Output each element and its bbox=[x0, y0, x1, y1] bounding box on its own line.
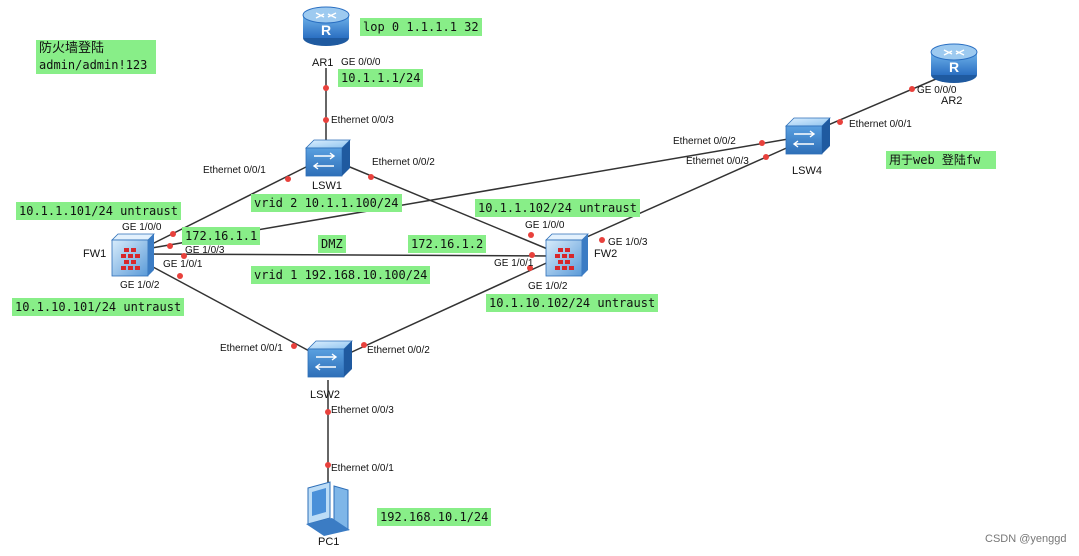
router-icon: R bbox=[930, 43, 978, 83]
ar2-purpose-note: 用于web 登陆fw bbox=[886, 151, 996, 169]
link-fw2-lsw2 bbox=[329, 259, 554, 363]
port-dot bbox=[361, 342, 367, 348]
link-fw1-fw2-dmz bbox=[139, 253, 554, 257]
watermark: CSDN @yenggd bbox=[985, 533, 1067, 545]
port-dot bbox=[285, 176, 291, 182]
switch-icon bbox=[307, 340, 353, 378]
firewall-login-title: 防火墙登陆 bbox=[36, 40, 156, 58]
port-label-fw2-ge103: GE 1/0/3 bbox=[608, 237, 648, 248]
firewall-icon bbox=[111, 233, 155, 277]
port-label-fw2-ge102: GE 1/0/2 bbox=[528, 281, 568, 292]
port-dots bbox=[167, 85, 915, 468]
dmz-label: DMZ bbox=[318, 235, 346, 253]
pc1-ip: 192.168.10.1/24 bbox=[377, 508, 492, 526]
lsw2-vrid: vrid 1 192.168.10.100/24 bbox=[251, 266, 431, 284]
lsw1-vrid: vrid 2 10.1.1.100/24 bbox=[251, 194, 402, 212]
port-dot bbox=[325, 462, 331, 468]
port-label-ar2-ge000: GE 0/0/0 bbox=[917, 85, 957, 96]
port-label-fw1-ge102: GE 1/0/2 bbox=[120, 280, 160, 291]
fw1-upstream-ip: 10.1.1.101/24 untraust bbox=[16, 202, 181, 220]
device-name-lsw2: LSW2 bbox=[310, 389, 340, 401]
port-dot bbox=[323, 117, 329, 123]
port-dot bbox=[177, 273, 183, 279]
port-dot bbox=[528, 232, 534, 238]
pc-icon bbox=[306, 481, 350, 536]
port-dot bbox=[368, 174, 374, 180]
port-dot bbox=[325, 409, 331, 415]
device-name-fw1: FW1 bbox=[83, 248, 107, 260]
port-dot bbox=[323, 85, 329, 91]
port-label-fw2-ge100: GE 1/0/0 bbox=[525, 220, 565, 231]
port-dot bbox=[763, 154, 769, 160]
device-name-ar1: AR1 bbox=[312, 57, 334, 69]
fw1-downstream-ip: 10.1.10.101/24 untraust bbox=[12, 298, 185, 316]
port-label-lsw2-e001: Ethernet 0/0/1 bbox=[220, 343, 283, 354]
port-label-ar1-ge000: GE 0/0/0 bbox=[341, 57, 381, 68]
ar1-ge000-ip: 10.1.1.1/24 bbox=[338, 69, 424, 87]
fw2-dmz-ip: 172.16.1.2 bbox=[408, 235, 487, 253]
fw2-upstream-ip: 10.1.1.102/24 untraust bbox=[475, 199, 640, 217]
port-dot bbox=[527, 265, 533, 271]
port-label-lsw1-e003: Ethernet 0/0/3 bbox=[331, 115, 394, 126]
svg-text:R: R bbox=[321, 22, 331, 38]
port-label-lsw4-e003: Ethernet 0/0/3 bbox=[686, 156, 749, 167]
device-name-lsw4: LSW4 bbox=[792, 165, 822, 177]
port-dot bbox=[181, 253, 187, 259]
port-dot bbox=[291, 343, 297, 349]
port-dot bbox=[837, 119, 843, 125]
link-lsw1-fw2 bbox=[344, 164, 551, 251]
port-label-lsw2-e003: Ethernet 0/0/3 bbox=[331, 405, 394, 416]
port-dot bbox=[529, 252, 535, 258]
port-label-fw2-ge101: GE 1/0/1 bbox=[494, 258, 534, 269]
router-icon: R bbox=[302, 6, 350, 46]
port-dot bbox=[599, 237, 605, 243]
port-label-fw1-ge100: GE 1/0/0 bbox=[122, 222, 162, 233]
port-dot bbox=[759, 140, 765, 146]
port-label-lsw2-e002: Ethernet 0/0/2 bbox=[367, 345, 430, 356]
port-dot bbox=[167, 243, 173, 249]
port-label-lsw1-e002: Ethernet 0/0/2 bbox=[372, 157, 435, 168]
link-fw2-lsw4 bbox=[552, 141, 801, 253]
port-label-lsw1-e001: Ethernet 0/0/1 bbox=[203, 165, 266, 176]
device-name-lsw1: LSW1 bbox=[312, 180, 342, 192]
port-dot bbox=[909, 86, 915, 92]
port-label-fw1-ge101: GE 1/0/1 bbox=[163, 259, 203, 270]
fw1-dmz-ip: 172.16.1.1 bbox=[182, 227, 261, 245]
svg-text:R: R bbox=[949, 59, 959, 75]
device-name-fw2: FW2 bbox=[594, 248, 618, 260]
device-name-ar2: AR2 bbox=[941, 95, 963, 107]
port-dot bbox=[170, 231, 176, 237]
port-label-lsw4-e002: Ethernet 0/0/2 bbox=[673, 136, 736, 147]
port-label-lsw4-e001: Ethernet 0/0/1 bbox=[849, 119, 912, 130]
firewall-icon bbox=[545, 233, 589, 277]
device-name-pc1: PC1 bbox=[318, 536, 340, 548]
port-label-pc1-e001: Ethernet 0/0/1 bbox=[331, 463, 394, 474]
fw2-downstream-ip: 10.1.10.102/24 untraust bbox=[486, 294, 659, 312]
ar1-loopback-note: lop 0 1.1.1.1 32 bbox=[360, 18, 482, 36]
port-label-fw1-ge103: GE 1/0/3 bbox=[185, 245, 225, 256]
switch-icon bbox=[785, 117, 831, 155]
switch-icon bbox=[305, 139, 351, 177]
firewall-login-credentials: admin/admin!123 bbox=[36, 56, 156, 74]
link-lsw1-fw1 bbox=[139, 164, 311, 251]
